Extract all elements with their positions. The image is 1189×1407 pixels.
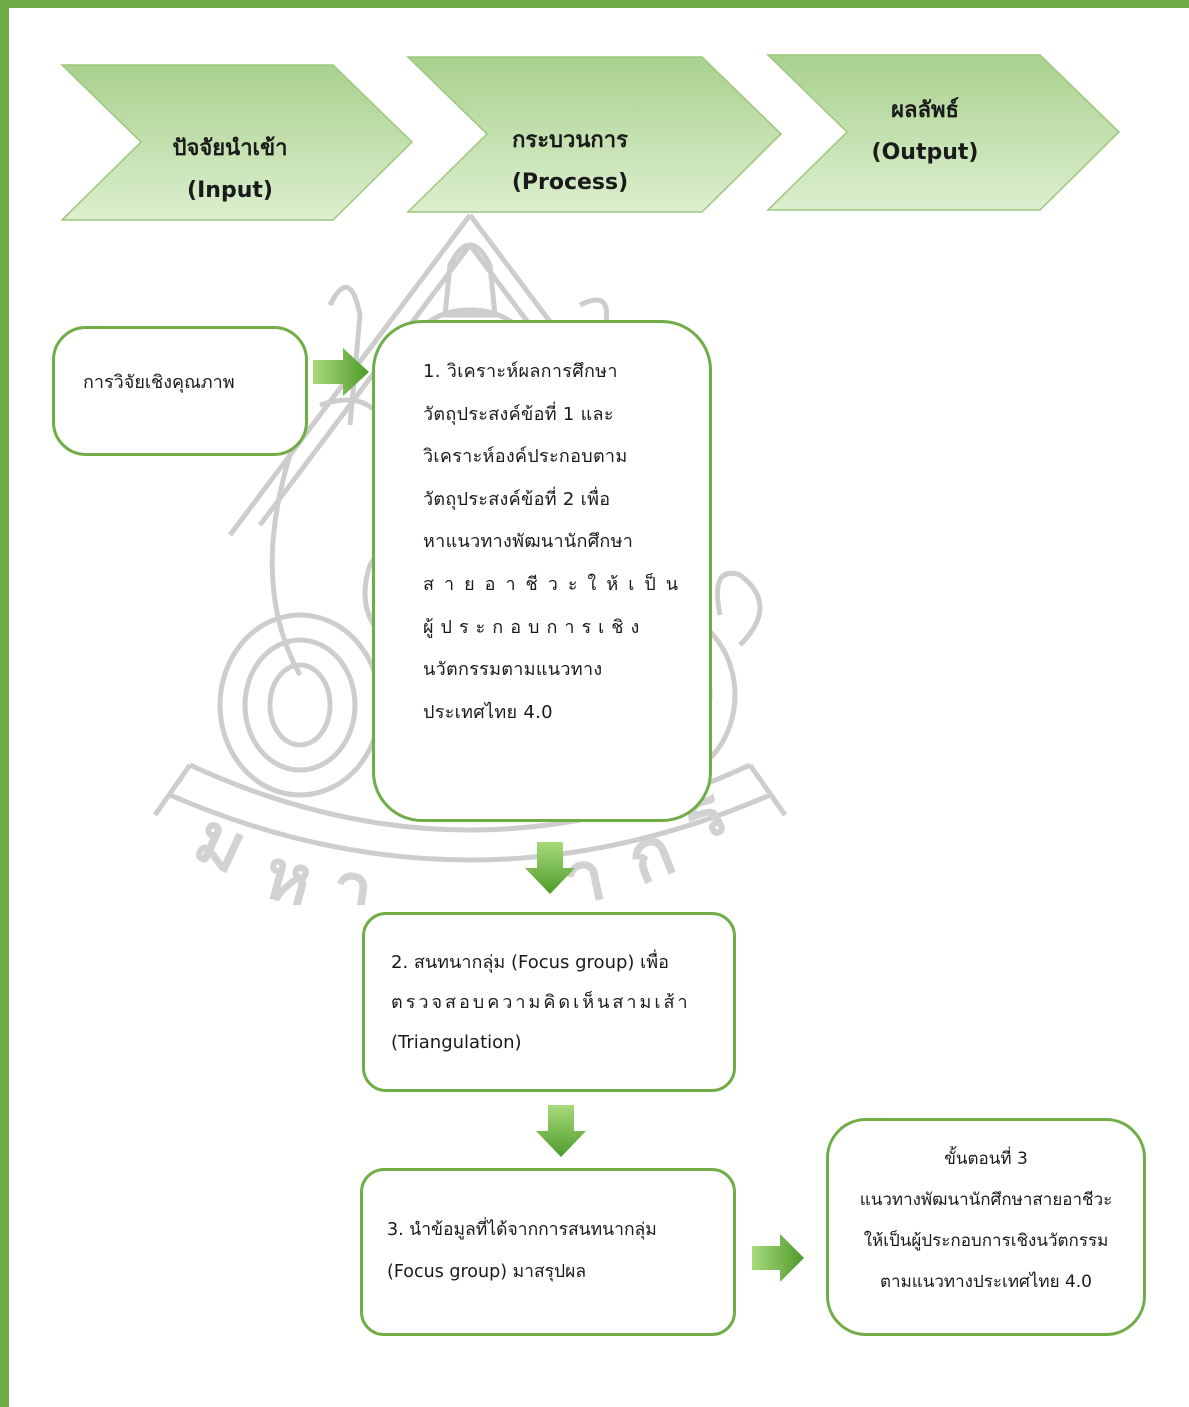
step1-box: 1. วิเคราะห์ผลการศึกษา วัตถุประสงค์ข้อที…	[372, 320, 712, 822]
input-box-text: การวิจัยเชิงคุณภาพ	[83, 372, 235, 393]
svg-text:ห: ห	[256, 832, 322, 905]
step1-line: วัตถุประสงค์ข้อที่ 1 และ	[423, 403, 614, 425]
input-title: ปัจจัยนำเข้า	[172, 136, 288, 161]
input-subtitle: (Input)	[187, 177, 273, 203]
arrow-right-1	[313, 348, 369, 396]
arrow-down-2	[536, 1105, 586, 1157]
output-line: ขั้นตอนที่ 3	[944, 1149, 1028, 1169]
step1-line: วิเคราะห์องค์ประกอบตาม	[423, 446, 628, 468]
step1-line: สายอาชีวะให้เป็น	[423, 573, 689, 595]
svg-text:ม: ม	[183, 796, 259, 890]
output-line: แนวทางพัฒนานักศึกษาสายอาชีวะ	[859, 1190, 1113, 1210]
arrow-right-2	[752, 1234, 804, 1282]
svg-text:ก: ก	[616, 809, 686, 901]
step3-line: 3. นำข้อมูลที่ได้จากการสนทนากลุ่ม	[387, 1220, 657, 1240]
step1-line: 1. วิเคราะห์ผลการศึกษา	[423, 361, 618, 382]
frame-left-border	[0, 0, 9, 1407]
chevron-input	[60, 64, 414, 221]
process-title: กระบวนการ	[512, 128, 628, 153]
output-title: ผลลัพธ์	[891, 98, 959, 123]
output-box: ขั้นตอนที่ 3 แนวทางพัฒนานักศึกษาสายอาชีว…	[826, 1118, 1146, 1336]
step1-line: วัตถุประสงค์ข้อที่ 2 เพื่อ	[423, 488, 611, 510]
input-box: การวิจัยเชิงคุณภาพ	[52, 326, 308, 456]
step1-line: ผู้ประกอบการเชิง	[423, 616, 647, 638]
output-line: ให้เป็นผู้ประกอบการเชิงนวัตกรรม	[863, 1231, 1109, 1251]
chevron-input-label: ปัจจัยนำเข้า (Input)	[130, 128, 330, 212]
step2-line: (Triangulation)	[391, 1032, 522, 1053]
process-subtitle: (Process)	[511, 169, 629, 195]
arrow-down-1	[525, 842, 575, 894]
step3-line: (Focus group) มาสรุปผล	[387, 1262, 587, 1282]
step2-line: ตรวจสอบความคิดเห็นสามเส้า	[391, 992, 691, 1013]
step2-line: 2. สนทนากลุ่ม (Focus group) เพื่อ	[391, 952, 669, 973]
frame-top-border	[0, 0, 1189, 8]
svg-text:า: า	[328, 846, 378, 905]
chevron-process	[406, 56, 783, 213]
step3-box: 3. นำข้อมูลที่ได้จากการสนทนากลุ่ม (Focus…	[360, 1168, 736, 1336]
output-subtitle: (Output)	[871, 139, 979, 165]
step1-line: หาแนวทางพัฒนานักศึกษา	[423, 531, 634, 553]
header-chevrons	[60, 54, 1121, 221]
chevron-process-label: กระบวนการ (Process)	[460, 120, 680, 204]
step1-line: นวัตกรรมตามแนวทาง	[423, 659, 603, 681]
chevron-output	[766, 54, 1121, 211]
step2-box: 2. สนทนากลุ่ม (Focus group) เพื่อ ตรวจสอ…	[362, 912, 736, 1092]
step1-line: ประเทศไทย 4.0	[423, 701, 553, 723]
chevron-output-label: ผลลัพธ์ (Output)	[820, 90, 1030, 174]
output-line: ตามแนวทางประเทศไทย 4.0	[880, 1272, 1092, 1292]
